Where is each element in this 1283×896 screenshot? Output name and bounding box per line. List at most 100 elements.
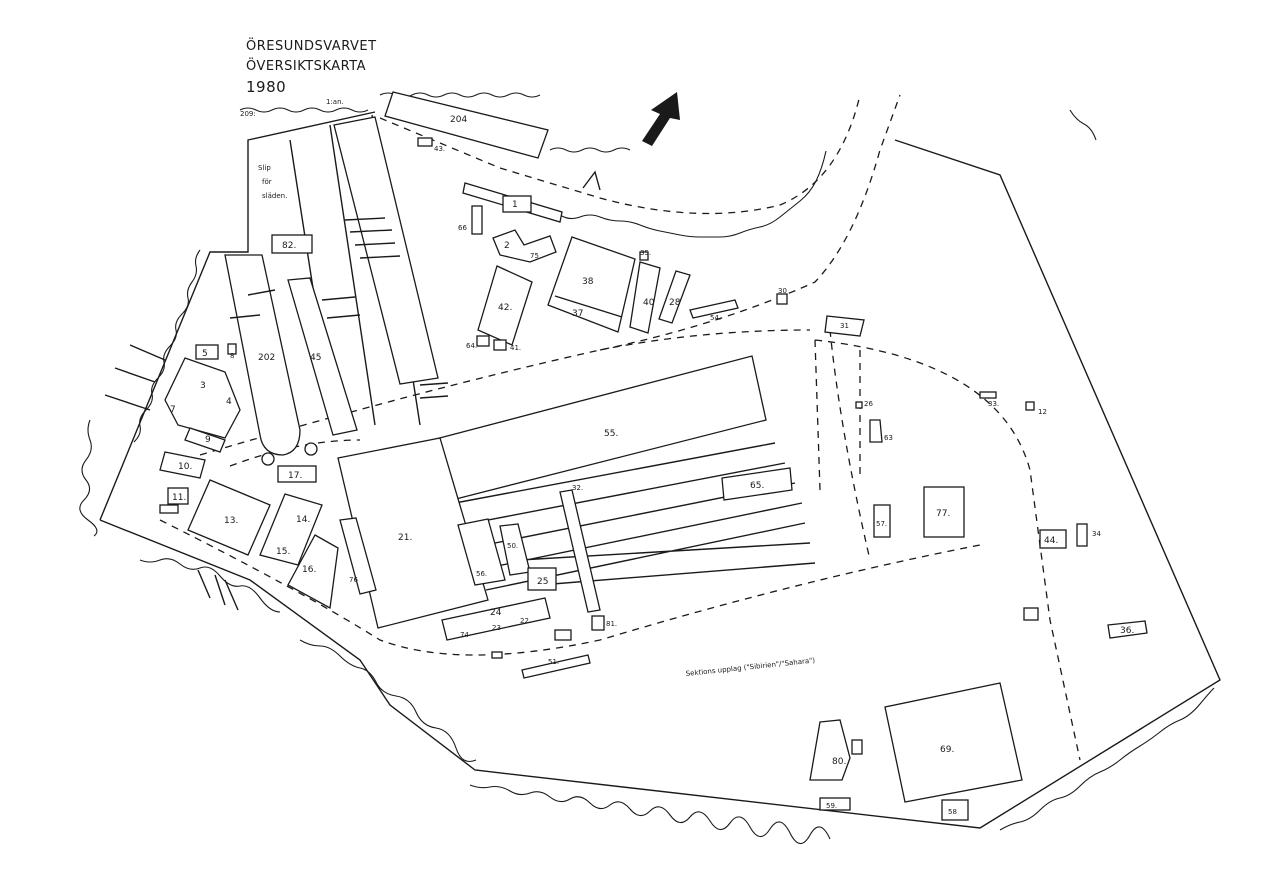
label-33: 33. bbox=[988, 400, 999, 408]
label-209: 209: bbox=[240, 110, 256, 118]
label-51: 51. bbox=[548, 658, 559, 666]
building-14 bbox=[259, 493, 323, 566]
label-40: 40 bbox=[643, 298, 655, 308]
slip-label-3: släden. bbox=[262, 192, 287, 200]
label-42: 42. bbox=[498, 303, 512, 313]
label-64: 64. bbox=[466, 342, 477, 350]
label-38: 38 bbox=[582, 277, 594, 287]
label-21: 21. bbox=[398, 533, 412, 543]
label-50: 50. bbox=[507, 542, 518, 550]
label-7: 7 bbox=[170, 405, 176, 415]
label-65: 65. bbox=[750, 481, 764, 491]
label-77: 77. bbox=[936, 509, 950, 519]
label-13: 13. bbox=[224, 516, 238, 526]
label-1: 1 bbox=[512, 200, 518, 210]
label-5: 5 bbox=[202, 349, 208, 359]
building-59 bbox=[819, 797, 851, 811]
label-2: 2 bbox=[504, 241, 510, 251]
building-13 bbox=[187, 479, 271, 556]
building-11 bbox=[167, 487, 189, 505]
north-arrow-icon bbox=[642, 92, 680, 146]
building-34 bbox=[1076, 523, 1088, 547]
map-title: ÖRESUNDSVARVET bbox=[246, 37, 377, 54]
label-32: 32. bbox=[572, 484, 583, 492]
label-22: 22. bbox=[520, 617, 531, 625]
label-31: 31 bbox=[840, 322, 849, 330]
label-74: 74 bbox=[460, 631, 469, 639]
label-23: 23 bbox=[492, 624, 501, 632]
label-8: 8 bbox=[230, 352, 234, 360]
building-32 bbox=[559, 489, 601, 613]
buildings bbox=[159, 91, 1148, 821]
label-12: 12 bbox=[1038, 408, 1047, 416]
cranes bbox=[104, 170, 601, 611]
label-24: 24 bbox=[490, 608, 502, 618]
slip-label-1: Slip bbox=[258, 164, 271, 172]
label-54: 54. bbox=[710, 314, 721, 322]
label-15: 15. bbox=[276, 547, 290, 557]
roads bbox=[159, 94, 1081, 761]
label-45: 45 bbox=[310, 353, 321, 363]
label-55: 55. bbox=[604, 429, 618, 439]
label-30: 30 bbox=[778, 287, 787, 295]
label-36: 36. bbox=[1120, 626, 1134, 636]
building-2 bbox=[492, 229, 557, 263]
building-44 bbox=[1039, 529, 1067, 549]
label-3: 3 bbox=[200, 381, 206, 391]
building-5 bbox=[195, 344, 219, 360]
label-16: 16. bbox=[302, 565, 316, 575]
label-66: 66 bbox=[458, 224, 467, 232]
label-58: 58 bbox=[948, 808, 957, 816]
building-36 bbox=[1107, 620, 1148, 639]
building-66 bbox=[471, 205, 483, 235]
building-51 bbox=[521, 654, 591, 679]
building-80 bbox=[809, 719, 851, 781]
label-37: 37 bbox=[572, 309, 583, 319]
label-57: 57. bbox=[876, 520, 887, 528]
label-34: 34 bbox=[1092, 530, 1101, 538]
building-16 bbox=[287, 534, 339, 610]
site-boundary bbox=[99, 111, 1221, 829]
slipway-area bbox=[224, 114, 439, 466]
label-11: 11. bbox=[172, 493, 186, 503]
label-63: 63 bbox=[884, 434, 893, 442]
building-17 bbox=[277, 465, 317, 483]
building-38 bbox=[547, 236, 636, 333]
sektion-label: Sektions upplag ("Sibirien"/"Sahara") bbox=[685, 656, 815, 678]
building-56 bbox=[457, 518, 506, 586]
label-81: 81. bbox=[606, 620, 617, 628]
building-58 bbox=[941, 799, 969, 821]
building-65 bbox=[721, 467, 793, 501]
building-82 bbox=[271, 234, 313, 254]
label-26: 26 bbox=[864, 400, 873, 408]
building-28 bbox=[658, 270, 691, 324]
map-year: 1980 bbox=[246, 78, 286, 96]
slip-label-2: för bbox=[262, 178, 272, 186]
building-63 bbox=[869, 419, 883, 443]
label-10: 10. bbox=[178, 462, 192, 472]
label-41: 41. bbox=[510, 344, 521, 352]
building-10 bbox=[159, 451, 206, 479]
building-57 bbox=[873, 504, 891, 538]
building-77 bbox=[923, 486, 965, 538]
building-40 bbox=[629, 261, 661, 334]
shoreline bbox=[79, 92, 1215, 845]
building-25 bbox=[527, 567, 557, 591]
building-9 bbox=[184, 427, 226, 453]
building-76 bbox=[339, 517, 377, 595]
label-82: 82. bbox=[282, 241, 296, 251]
building-3 bbox=[164, 357, 241, 439]
label-28: 28 bbox=[669, 298, 681, 308]
label-9: 9 bbox=[205, 435, 211, 445]
label-35: 35. bbox=[640, 249, 651, 257]
building-31 bbox=[824, 315, 865, 337]
label-69: 69. bbox=[940, 745, 954, 755]
label-75: 75 bbox=[530, 252, 539, 260]
label-80: 80. bbox=[832, 757, 846, 767]
label-1an: 1:an. bbox=[326, 98, 344, 106]
label-17: 17. bbox=[288, 471, 302, 481]
label-25: 25 bbox=[537, 577, 548, 587]
building-204 bbox=[384, 91, 549, 159]
